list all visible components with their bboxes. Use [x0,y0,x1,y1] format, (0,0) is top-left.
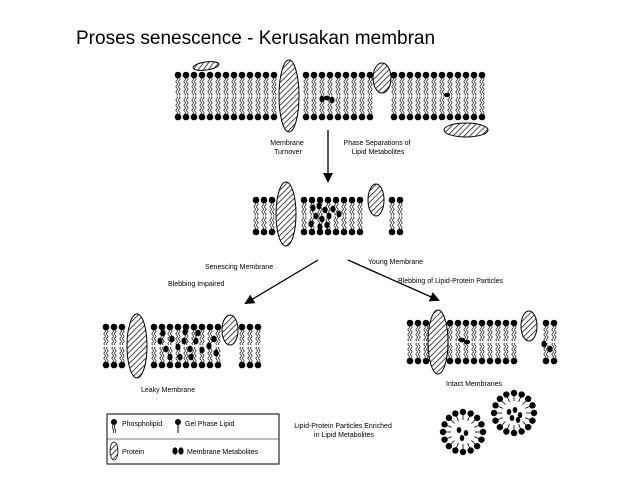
label-young-membrane: Young Membrane [368,259,423,266]
phospholipid-legend-icon [111,419,117,434]
arrow-right [347,259,440,302]
metabolite-dot [336,210,342,218]
metabolite-dot [187,345,193,353]
legend-gel-phase-lipid: Gel Phase Lipid [185,421,235,428]
metabolite-dot [319,95,325,103]
metabolite-dot [541,340,547,348]
metabolite-dot [324,95,330,101]
protein-intact-small [520,310,538,342]
protein-leaky-large [126,313,148,379]
protein-intact-large [427,309,449,375]
label-senescing-membrane: Senescing Membrane [205,264,273,271]
protein-legend-icon [109,441,119,461]
legend-phospholipid: Phospholipid [122,421,162,428]
page-title: Proses senescence - Kerusakan membran [76,28,436,49]
metabolite-dot [157,337,163,345]
label-membrane-turnover: Membrane Turnover [270,140,305,156]
metabolite-dot [169,335,175,343]
legend-protein: Protein [122,449,144,456]
metabolite-dot [188,353,194,361]
label-particles-enriched: Lipid-Protein Particles Enriched in Lipi… [294,423,394,439]
metabolite-dot [326,212,332,220]
metabolite-dot [206,342,212,350]
lipid-protein-particle [490,389,538,437]
membrane-leaky [102,323,262,369]
metabolite-dot [547,345,553,353]
arrow-left [244,259,319,305]
metabolite-dot [163,345,169,353]
lipid-protein-particles [439,389,538,456]
legend-membrane-metabolites: Membrane Metabolites [187,449,259,456]
protein-top-floating-left [192,61,220,71]
metabolite-dot [181,337,187,345]
metabolite-dot [464,339,470,345]
metabolite-dot [459,337,465,343]
metabolite-dot [211,335,217,343]
label-leaky-membrane: Leaky Membrane [141,387,195,394]
metabolite-legend-icon [172,447,184,455]
protein-top-large [278,59,300,133]
membrane-top [174,71,486,121]
metabolite-dot [199,346,205,354]
metabolite-dot [322,206,328,214]
metabolite-dot [319,215,325,223]
metabolite-dot [308,220,314,228]
metabolite-dot [329,96,335,104]
gel-phase-lipid-legend-icon [175,419,181,433]
metabolite-dot [177,353,183,361]
protein-top-right [372,62,392,94]
metabolite-dot [213,349,219,357]
metabolite-dot [175,343,181,351]
membrane-intact [406,319,558,365]
metabolite-dot [195,329,201,337]
metabolite-dot [193,337,199,345]
protein-leaky-small [221,314,239,346]
metabolite-dot [316,202,322,210]
protein-middle-large [275,181,297,247]
label-intact-membranes: Intact Membranes [446,381,503,388]
metabolite-dot [330,205,336,213]
metabolite-dot [167,353,173,361]
proteins [126,59,538,379]
legend: Phospholipid Gel Phase Lipid Protein Mem… [106,413,280,465]
label-blebbing-particles: Blebbing of Lipid-Protein Particles [398,278,504,285]
protein-middle-small [367,183,385,217]
protein-top-floating-right [443,122,489,138]
metabolite-dot [444,92,450,98]
membrane-middle [252,196,404,236]
label-phase-separations: Phase Separations of Lipid Metabolites [344,140,413,156]
metabolite-dot [317,223,323,231]
metabolite-dot [182,328,188,336]
label-blebbing-impaired: Blebbing Impaired [168,281,225,288]
metabolite-dot [310,204,316,212]
lipid-protein-particle [439,408,487,456]
metabolite-dot [313,212,319,220]
metabolite-dot [324,221,330,229]
membrane-metabolite-clusters [157,92,553,361]
metabolite-dot [160,329,166,337]
